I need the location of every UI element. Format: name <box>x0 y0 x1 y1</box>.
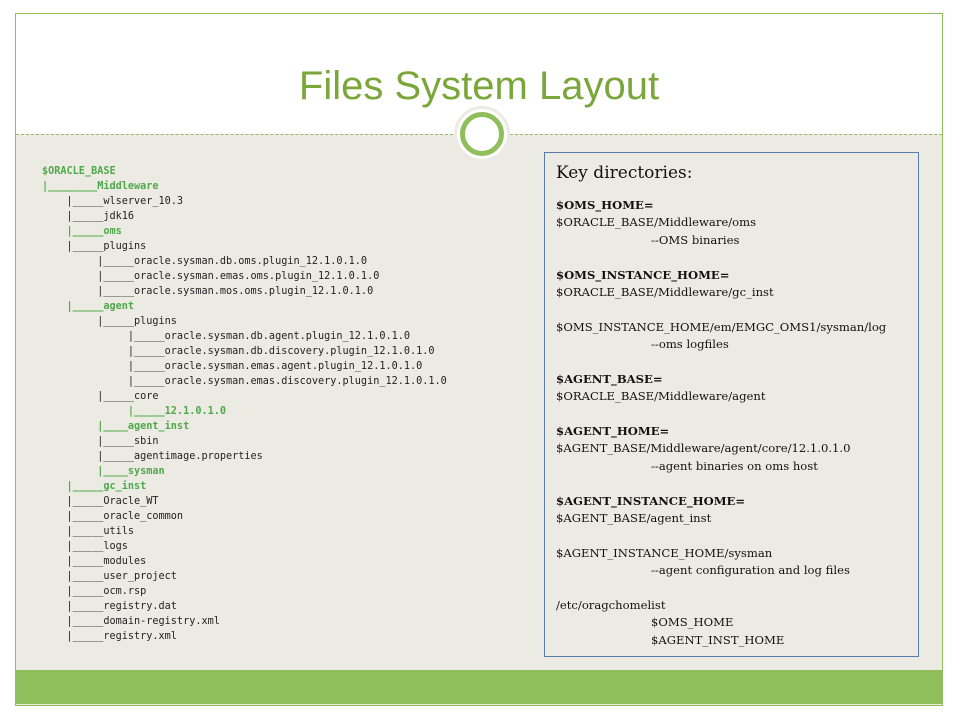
tree-entry: |_____domain-registry.xml <box>42 616 220 627</box>
tree-entry: |_____Oracle_WT <box>42 496 159 507</box>
key-directory-line: $AGENT_HOME= <box>556 424 670 439</box>
key-directory-line <box>556 580 886 597</box>
tree-entry: |_____oms <box>42 226 122 237</box>
key-directory-line: $OMS_INSTANCE_HOME/em/EMGC_OMS1/sysman/l… <box>556 319 887 334</box>
tree-entry: |_____agent <box>42 301 135 312</box>
key-directory-line: $AGENT_INSTANCE_HOME/sysman <box>556 545 773 560</box>
key-directory-line: $AGENT_BASE/agent_inst <box>556 511 712 526</box>
circle-ring-icon <box>460 112 504 156</box>
tree-entry: |_____user_project <box>42 571 177 582</box>
slide-title: Files System Layout <box>298 64 660 108</box>
key-directories-list: $OMS_HOME= $ORACLE_BASE/Middleware/oms --O… <box>556 197 886 649</box>
key-directories-heading: Key directories: <box>556 163 693 183</box>
tree-entry: |_____plugins <box>42 241 147 252</box>
tree-entry: |_____core <box>42 391 159 402</box>
tree-entry: |_____registry.dat <box>42 601 177 612</box>
tree-entry: |_____12.1.0.1.0 <box>42 406 227 417</box>
tree-entry: $ORACLE_BASE <box>42 166 116 177</box>
tree-entry: |_____oracle.sysman.emas.oms.plugin_12.1… <box>42 271 380 282</box>
key-directories-box: Key directories: $OMS_HOME= $ORACLE_BASE/… <box>544 152 919 657</box>
key-directory-line <box>556 527 886 544</box>
key-directory-line: $AGENT_INST_HOME <box>651 632 785 647</box>
key-directory-line <box>556 475 886 492</box>
key-directory-line <box>556 249 886 266</box>
key-directory-line: $AGENT_BASE= <box>556 371 663 386</box>
key-directory-line: --agent configuration and log files <box>651 563 850 578</box>
key-directory-line: $OMS_INSTANCE_HOME= <box>556 267 730 282</box>
tree-entry: |_____registry.xml <box>42 631 177 642</box>
tree-entry: |_____jdk16 <box>42 211 135 222</box>
tree-entry: |_____utils <box>42 526 135 537</box>
key-directory-line: $AGENT_BASE/Middleware/agent/core/12.1.0… <box>556 441 851 456</box>
key-directory-line: $OMS_HOME= <box>556 198 654 212</box>
key-directory-line: --agent binaries on oms host <box>651 458 818 473</box>
tree-entry: |_____plugins <box>42 316 177 327</box>
tree-entry: |_____modules <box>42 556 147 567</box>
tree-entry: |_____oracle.sysman.db.agent.plugin_12.1… <box>42 331 411 342</box>
tree-entry: |_____gc_inst <box>42 481 147 492</box>
tree-entry: |_____ocm.rsp <box>42 586 147 597</box>
key-directory-line: --OMS binaries <box>651 232 740 247</box>
tree-entry: |_____oracle_common <box>42 511 184 522</box>
key-directory-line <box>556 406 886 423</box>
tree-entry: |_____oracle.sysman.emas.discovery.plugi… <box>42 376 447 387</box>
tree-entry: |_____oracle.sysman.mos.oms.plugin_12.1.… <box>42 286 374 297</box>
tree-entry: |____agent_inst <box>42 421 190 432</box>
key-directory-line: $ORACLE_BASE/Middleware/agent <box>556 389 766 404</box>
tree-entry: |_____agentimage.properties <box>42 451 263 462</box>
tree-entry: |_____oracle.sysman.db.discovery.plugin_… <box>42 346 435 357</box>
tree-entry: |_____wlserver_10.3 <box>42 196 184 207</box>
directory-tree: $ORACLE_BASE |________Middleware |_____wl… <box>42 164 447 644</box>
tree-entry: |____sysman <box>42 466 165 477</box>
key-directory-line <box>556 354 886 371</box>
key-directory-line: $AGENT_INSTANCE_HOME= <box>556 493 746 508</box>
tree-entry: |_____sbin <box>42 436 159 447</box>
key-directory-line <box>556 301 886 318</box>
tree-entry: |________Middleware <box>42 181 159 192</box>
bottom-accent-band <box>16 670 942 704</box>
key-directory-line: $ORACLE_BASE/Middleware/gc_inst <box>556 284 774 299</box>
tree-entry: |_____logs <box>42 541 128 552</box>
key-directory-line: $ORACLE_BASE/Middleware/oms <box>556 215 757 230</box>
key-directory-line: --oms logfiles <box>651 337 729 352</box>
tree-entry: |_____oracle.sysman.db.oms.plugin_12.1.0… <box>42 256 368 267</box>
tree-entry: |_____oracle.sysman.emas.agent.plugin_12… <box>42 361 423 372</box>
key-directory-line: $OMS_HOME <box>651 615 734 630</box>
key-directory-line: /etc/oragchomelist <box>556 597 666 612</box>
